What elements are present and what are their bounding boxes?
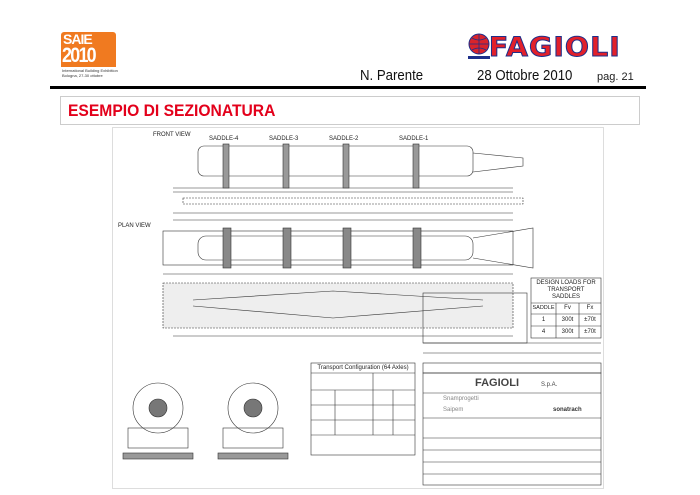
loads-table-title: DESIGN LOADS FOR TRANSPORT SADDLES <box>536 280 596 300</box>
client-snamprogetti: Snamprogetti <box>443 396 479 402</box>
loads-table-header: Fv <box>564 305 571 311</box>
section-views <box>122 382 289 460</box>
plan-view-label: PLAN VIEW <box>118 223 151 229</box>
title-box: ESEMPIO DI SEZIONATURA <box>60 96 640 125</box>
ground-plan <box>162 282 514 337</box>
client-saipem: Saipem <box>443 407 464 413</box>
globe-icon <box>468 33 490 59</box>
transport-table-title: Transport Configuration (64 Axles) <box>317 365 409 371</box>
transport-configuration-table <box>310 362 416 456</box>
loads-table-cell: 4 <box>541 329 546 335</box>
page-number: pag. 21 <box>597 71 634 83</box>
loads-table-cell: ±70t <box>584 317 596 323</box>
header-divider <box>50 86 646 89</box>
plan-view-vessel <box>162 227 534 275</box>
loads-table-cell: ±70t <box>584 329 596 335</box>
engineering-drawing: FRONT VIEW SADDLE-4 SADDLE-3 SADDLE-2 SA… <box>112 127 604 489</box>
loads-table-cell: 1 <box>541 317 546 323</box>
fagioli-logo: FAGIOLI <box>466 31 621 63</box>
title-block-company: FAGIOLI <box>475 377 519 389</box>
saddle-label: SADDLE-1 <box>399 136 429 143</box>
saddle-label: SADDLE-2 <box>329 136 359 143</box>
saie-logo-year: 2010 <box>62 44 97 67</box>
front-view-label: FRONT VIEW <box>153 132 191 138</box>
front-view-vessel <box>173 143 524 221</box>
loads-table-header: Fx <box>586 305 594 311</box>
loads-table-cell: 300t <box>561 317 574 323</box>
title-block <box>422 372 602 486</box>
loads-table-header: SADDLE <box>532 305 555 311</box>
title-block-suffix: S.p.A. <box>541 382 558 388</box>
saie-2010-logo: SAIE 2010 International Building Exhibit… <box>61 25 119 81</box>
fagioli-logo-text: FAGIOLI <box>488 31 621 63</box>
saie-logo-text: SAIE <box>63 31 93 47</box>
notes-and-revisions <box>422 292 602 374</box>
loads-table-cell: 300t <box>561 329 574 335</box>
author: N. Parente <box>360 67 424 84</box>
saddle-label: SADDLE-4 <box>209 136 239 143</box>
date: 28 Ottobre 2010 <box>477 67 573 84</box>
owner-sonatrach: sonatrach <box>553 407 582 413</box>
design-loads-table <box>530 277 602 339</box>
slide-title: ESEMPIO DI SEZIONATURA <box>68 101 276 120</box>
saddle-label: SADDLE-3 <box>269 136 299 143</box>
